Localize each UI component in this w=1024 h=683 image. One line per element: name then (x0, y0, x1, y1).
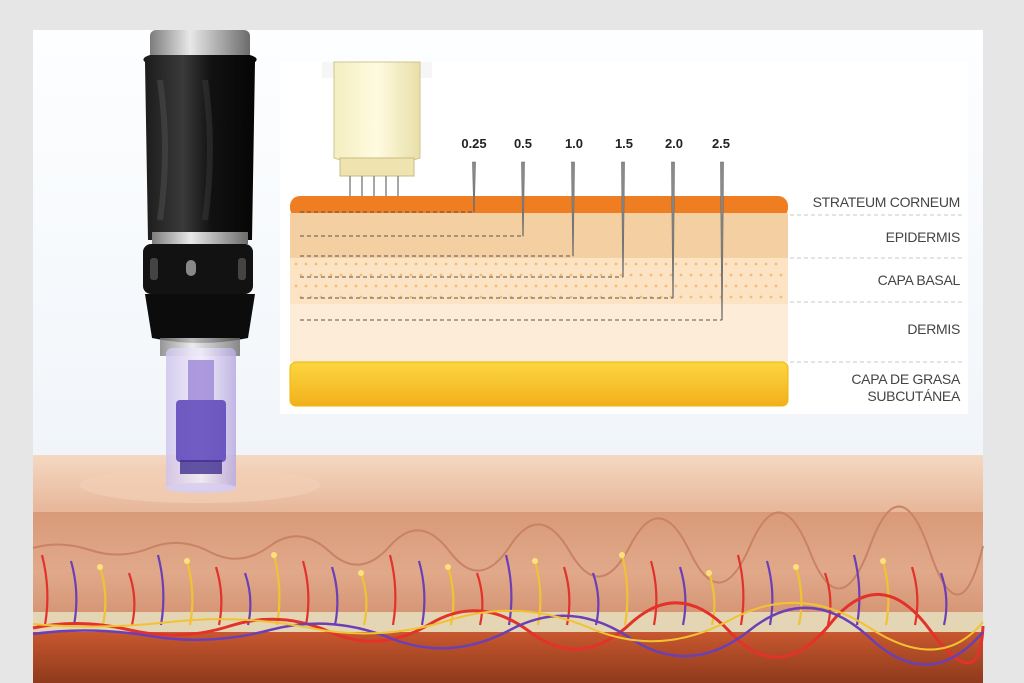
layer-labels: STRATEUM CORNEUM EPIDERMIS CAPA BASAL DE… (813, 194, 962, 404)
label-epidermis: EPIDERMIS (886, 229, 960, 245)
needle (521, 161, 525, 237)
label-subcutanea: SUBCUTÁNEA (867, 388, 961, 404)
needle (472, 161, 476, 213)
depth-labels: 0.25 0.5 1.0 1.5 2.0 2.5 (461, 136, 730, 151)
depth-label-1.5: 1.5 (615, 136, 633, 151)
dermis-layer (290, 304, 788, 362)
depth-needles (300, 161, 724, 321)
layer-stack (289, 196, 789, 407)
basal-layer (290, 258, 788, 304)
needle (671, 161, 675, 299)
label-capa-de-grasa: CAPA DE GRASA (851, 371, 961, 387)
depth-label-0.5: 0.5 (514, 136, 532, 151)
layer-separators (790, 214, 962, 363)
depth-inset: 0.25 0.5 1.0 1.5 2.0 2.5 STRATEUM CORNEU… (280, 61, 968, 414)
label-dermis: DERMIS (907, 321, 960, 337)
label-capa-basal: CAPA BASAL (878, 272, 961, 288)
microneedle-pen (143, 30, 257, 493)
fat-layer (290, 362, 788, 406)
needle (621, 161, 625, 278)
needle-cartridge-icon (322, 61, 432, 212)
depth-label-2.5: 2.5 (712, 136, 730, 151)
label-stratum-corneum: STRATEUM CORNEUM (813, 194, 960, 210)
needle (571, 161, 575, 257)
skin-illustration (32, 455, 985, 683)
basal-dots (294, 262, 783, 299)
depth-label-0.25: 0.25 (461, 136, 486, 151)
depth-label-1.0: 1.0 (565, 136, 583, 151)
blood-vessels (32, 552, 985, 666)
needle (720, 161, 724, 321)
depth-label-2.0: 2.0 (665, 136, 683, 151)
